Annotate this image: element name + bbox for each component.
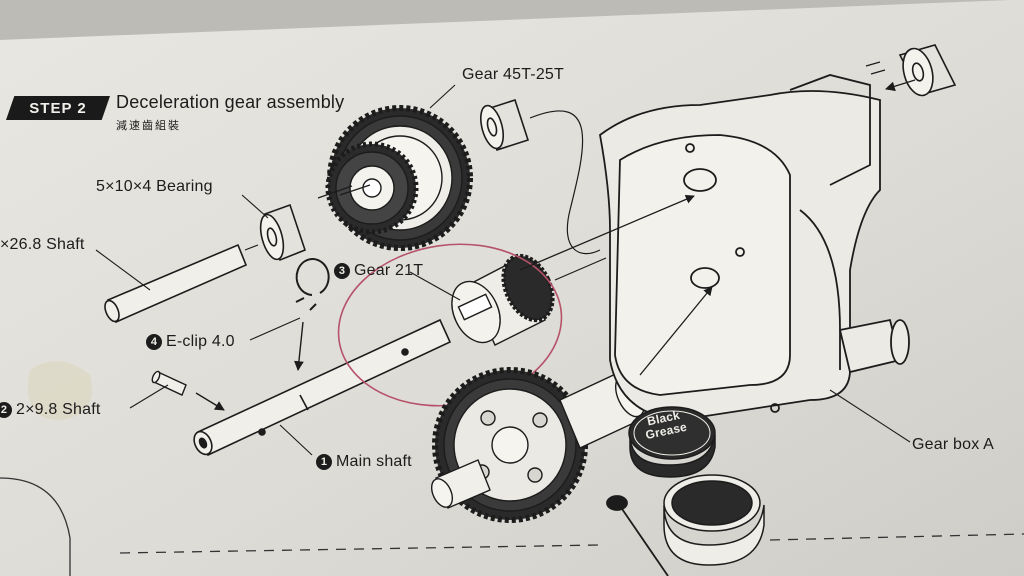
paper-stain [28, 361, 92, 420]
step-badge-text: STEP 2 [29, 99, 87, 117]
e-clip-drawing [295, 258, 330, 311]
dashed-border [119, 544, 601, 554]
label-e-clip-text: E-clip 4.0 [166, 333, 235, 350]
bearing-upper-drawing [479, 98, 530, 152]
shaft-2-9-8-drawing [151, 370, 187, 396]
frame-corner [0, 477, 71, 576]
label-main-shaft-text: Main shaft [336, 453, 412, 470]
arrow-top-right [865, 61, 886, 75]
number-4-badge: 4 [146, 334, 162, 350]
shaft-26-8-drawing [104, 243, 248, 324]
label-shaft-26-8: ×26.8 Shaft [0, 236, 85, 253]
grease-tin-drawing [663, 474, 765, 566]
number-3-badge: 3 [334, 263, 350, 279]
step-badge: STEP 2 [6, 96, 110, 120]
number-1-badge: 1 [316, 454, 332, 470]
step-subtitle: 減速齒組裝 [116, 120, 181, 132]
lower-gear-drawing [430, 367, 646, 523]
bearing-to-gear-line [529, 110, 601, 255]
main-shaft-drawing [193, 318, 452, 457]
step-title: Deceleration gear assembly [116, 92, 345, 112]
bearing-right-drawing [898, 44, 957, 97]
number-2-badge: 2 [0, 402, 12, 418]
gear-45t-25t-drawing [325, 105, 473, 251]
grease-applicator-drawing [606, 495, 669, 576]
label-gear-box-a: Gear box A [912, 436, 995, 453]
label-shaft-2-9-8-text: 2×9.8 Shaft [16, 401, 101, 418]
label-bearing: 5×10×4 Bearing [96, 178, 213, 195]
label-gear-45t-25t: Gear 45T-25T [462, 66, 565, 83]
label-gear-21t-text: Gear 21T [354, 262, 424, 279]
grease-lid-drawing [628, 406, 716, 478]
dashed-border-right [769, 533, 1024, 541]
bearing-left-drawing [259, 203, 306, 262]
